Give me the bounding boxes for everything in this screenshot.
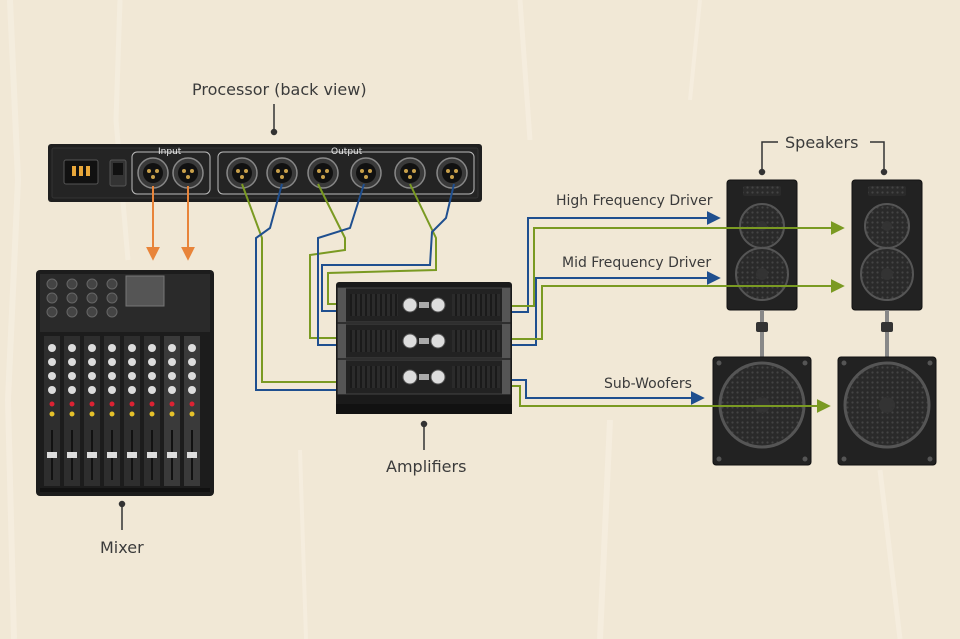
mixer-channel-strip	[104, 278, 120, 486]
mixer-channel-strip	[124, 336, 140, 486]
mixer-channel-strip	[84, 278, 100, 486]
output-jack-4	[350, 157, 382, 189]
output-jack-2	[266, 157, 298, 189]
amplifiers-label: Amplifiers	[386, 457, 467, 476]
mid-frequency-driver-label: Mid Frequency Driver	[562, 255, 712, 271]
cable-amps-to-speakers	[512, 211, 845, 413]
input-jack-1	[137, 157, 169, 189]
power-inlet	[63, 159, 99, 185]
processor-output-label: Output	[331, 147, 363, 157]
amplifier-3	[337, 359, 511, 395]
sub-woofers-label: Sub-Woofers	[604, 376, 692, 392]
amplifier-rack	[336, 282, 512, 414]
mixer-channel-strip	[164, 336, 180, 486]
processor-jacks	[137, 157, 468, 189]
speaker-top-left	[726, 179, 798, 358]
mixer-channel-strip	[144, 336, 160, 486]
output-jack-6	[436, 157, 468, 189]
processor-unit	[48, 144, 482, 202]
high-frequency-driver-label: High Frequency Driver	[556, 193, 713, 209]
subwoofer-left	[712, 356, 812, 466]
output-jack-3	[307, 157, 339, 189]
output-jack-1	[226, 157, 258, 189]
leader-lines	[118, 104, 888, 530]
processor-label: Processor (back view)	[192, 80, 367, 99]
output-jack-5	[394, 157, 426, 189]
cable-mixer-to-processor	[146, 186, 195, 261]
mixer-channel-strip	[184, 336, 200, 486]
cable-processor-to-amps	[241, 183, 455, 391]
mixer-channel-strip	[44, 278, 60, 486]
background-texture	[4, 0, 903, 639]
speakers-label: Speakers	[785, 133, 859, 152]
processor-input-label: Input	[158, 147, 182, 157]
mixer-channel-strip	[64, 278, 80, 486]
mixer-console	[36, 270, 214, 496]
amplifier-1	[337, 287, 511, 323]
power-switch	[109, 159, 127, 187]
speaker-top-right	[851, 179, 923, 358]
speaker-stacks	[712, 179, 937, 466]
mixer-label: Mixer	[100, 538, 144, 557]
subwoofer-right	[837, 356, 937, 466]
input-jack-2	[172, 157, 204, 189]
amplifier-2	[337, 323, 511, 359]
